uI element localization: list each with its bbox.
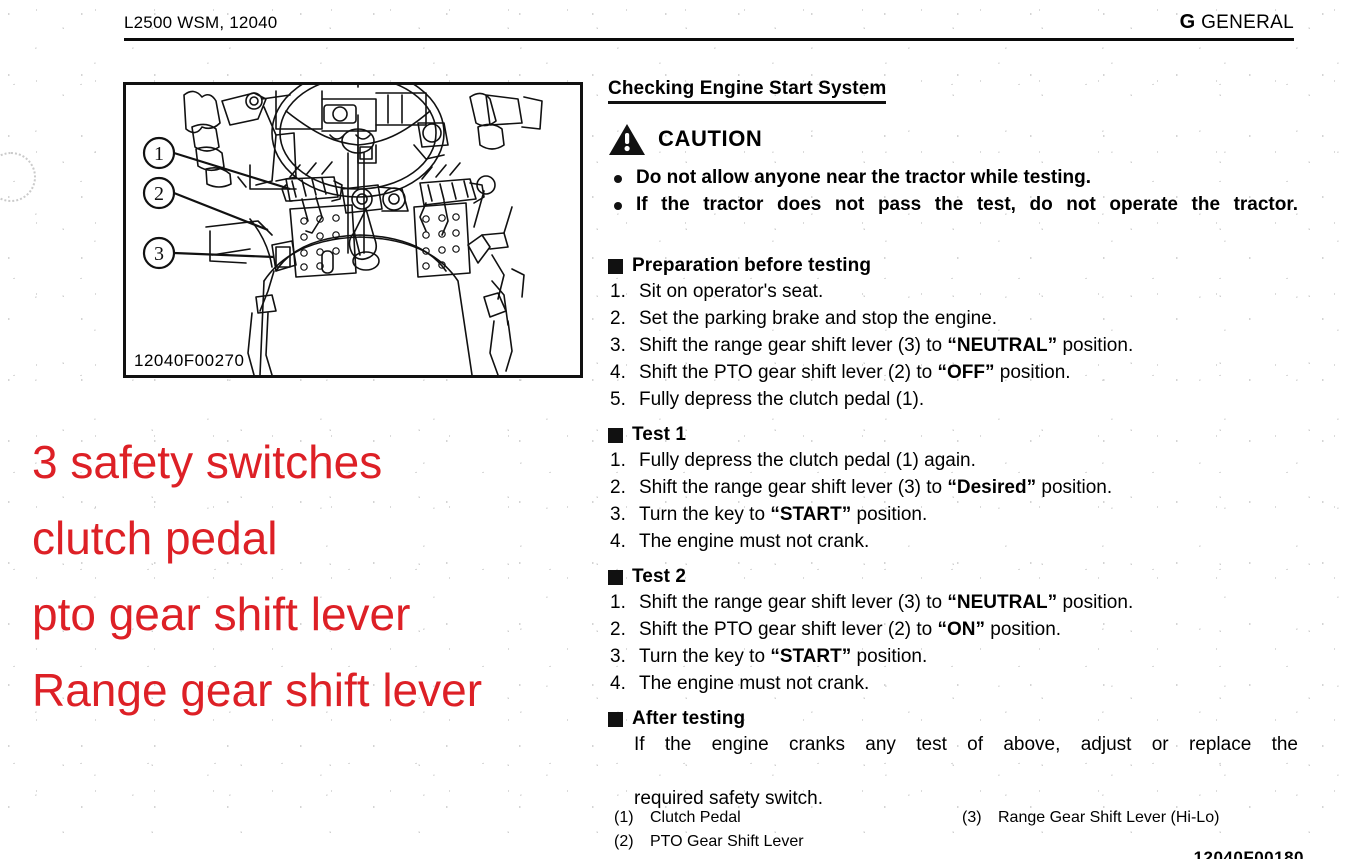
legend-column-1: (1) Clutch Pedal (2) PTO Gear Shift Lever xyxy=(614,806,804,854)
step-text: The engine must not crank. xyxy=(639,531,870,552)
list-item: 2. Shift the range gear shift lever (3) t… xyxy=(608,474,1298,501)
page-title: Checking Engine Start System xyxy=(608,78,887,104)
legend-item: (1) Clutch Pedal xyxy=(614,806,804,830)
section-heading-label: Test 2 xyxy=(632,566,687,587)
caution-bullet: If the tractor does not pass the test, d… xyxy=(608,192,1298,244)
figure-id-label: 12040F00270 xyxy=(134,351,245,370)
list-item: 4. Shift the PTO gear shift lever (2) to … xyxy=(608,359,1298,386)
step-text: Fully depress the clutch pedal (1). xyxy=(639,389,925,410)
list-item: 3. Turn the key to “START” position. xyxy=(608,643,1298,670)
list-item: 2. Set the parking brake and stop the eng… xyxy=(608,305,1298,332)
step-number: 1. xyxy=(610,450,626,471)
step-text: Sit on operator's seat. xyxy=(639,281,824,302)
footer-figure-code: 12040F00180 xyxy=(1193,848,1304,859)
black-square-bullet-icon xyxy=(608,427,623,443)
after-testing-line-2: required safety switch. xyxy=(634,788,824,809)
figure-panel: 1 2 3 12040F00270 xyxy=(123,82,583,378)
legend-label: PTO Gear Shift Lever xyxy=(650,833,804,850)
caution-bullet-list: Do not allow anyone near the tractor whi… xyxy=(608,165,1298,244)
figure-callout-group: 1 2 3 xyxy=(142,136,176,270)
step-number: 4. xyxy=(610,531,626,552)
step-number: 1. xyxy=(610,592,626,613)
list-item: 5. Fully depress the clutch pedal (1). xyxy=(608,386,1298,413)
hole-punch-artifact xyxy=(0,152,36,202)
after-testing-line-1: If the engine cranks any test of above, … xyxy=(634,734,1298,755)
svg-text:3: 3 xyxy=(154,243,164,265)
step-number: 3. xyxy=(610,504,626,525)
page-header-left: L2500 WSM, 12040 xyxy=(124,13,278,32)
section-heading-label: Test 1 xyxy=(632,424,687,445)
list-item: 2. Shift the PTO gear shift lever (2) to … xyxy=(608,616,1298,643)
caution-label: CAUTION xyxy=(658,126,763,151)
legend-mark: (1) xyxy=(614,809,634,826)
step-text: Shift the range gear shift lever (3) to … xyxy=(639,477,1113,498)
legend-label: Range Gear Shift Lever (Hi-Lo) xyxy=(998,809,1220,826)
page-header-right: G GENERAL xyxy=(1180,11,1294,34)
step-number: 2. xyxy=(610,308,626,329)
red-annotation-block: 3 safety switches clutch pedal pto gear … xyxy=(32,424,602,728)
annotation-line-4: Range gear shift lever xyxy=(32,664,483,716)
step-number: 3. xyxy=(610,335,626,356)
step-list-preparation: 1. Sit on operator's seat. 2. Set the park… xyxy=(608,278,1298,413)
svg-text:1: 1 xyxy=(154,143,164,165)
section-heading-after-testing: After testing xyxy=(608,708,1298,730)
step-text: Shift the PTO gear shift lever (2) to “O… xyxy=(639,362,1071,383)
annotation-line-3: pto gear shift lever xyxy=(32,588,411,640)
step-number: 4. xyxy=(610,673,626,694)
step-text: Turn the key to “START” position. xyxy=(639,646,928,667)
step-text: Turn the key to “START” position. xyxy=(639,504,928,525)
step-text: Set the parking brake and stop the engin… xyxy=(639,308,998,329)
step-list-test-1: 1. Fully depress the clutch pedal (1) aga… xyxy=(608,447,1298,555)
legend-mark: (2) xyxy=(614,833,634,850)
black-square-bullet-icon xyxy=(608,569,623,585)
step-list-test-2: 1. Shift the range gear shift lever (3) t… xyxy=(608,589,1298,697)
legend-item: (3) Range Gear Shift Lever (Hi-Lo) xyxy=(962,806,1219,830)
list-item: 1. Sit on operator's seat. xyxy=(608,278,1298,305)
header-rule xyxy=(124,38,1294,41)
after-testing-body: If the engine cranks any test of above, … xyxy=(608,731,1298,812)
list-item: 4. The engine must not crank. xyxy=(608,670,1298,697)
body-text-column: Checking Engine Start System CAUTION Do … xyxy=(608,78,1298,812)
tractor-operator-station-diagram: 1 2 3 xyxy=(142,85,543,375)
section-heading-label: After testing xyxy=(632,708,746,729)
section-heading-preparation: Preparation before testing xyxy=(608,255,1298,277)
legend-label: Clutch Pedal xyxy=(650,809,741,826)
step-text: Shift the range gear shift lever (3) to … xyxy=(639,335,1134,356)
step-number: 2. xyxy=(610,477,626,498)
list-item: 3. Turn the key to “START” position. xyxy=(608,501,1298,528)
list-item: 1. Shift the range gear shift lever (3) t… xyxy=(608,589,1298,616)
step-number: 5. xyxy=(610,389,626,410)
black-square-bullet-icon xyxy=(608,258,623,274)
step-number: 3. xyxy=(610,646,626,667)
step-text: The engine must not crank. xyxy=(639,673,870,694)
list-item: 3. Shift the range gear shift lever (3) t… xyxy=(608,332,1298,359)
legend-column-2: (3) Range Gear Shift Lever (Hi-Lo) xyxy=(962,806,1219,830)
step-number: 2. xyxy=(610,619,626,640)
section-letter: G xyxy=(1179,11,1196,33)
annotation-line-1: 3 safety switches xyxy=(32,436,383,488)
list-item: 1. Fully depress the clutch pedal (1) aga… xyxy=(608,447,1298,474)
caution-header: CAUTION xyxy=(608,122,1298,156)
section-heading-label: Preparation before testing xyxy=(632,255,872,276)
step-number: 1. xyxy=(610,281,626,302)
section-name: GENERAL xyxy=(1201,12,1294,33)
section-heading-test-1: Test 1 xyxy=(608,424,1298,446)
legend-item: (2) PTO Gear Shift Lever xyxy=(614,830,804,854)
legend-mark: (3) xyxy=(962,809,982,826)
step-text: Shift the range gear shift lever (3) to … xyxy=(639,592,1134,613)
step-text: Shift the PTO gear shift lever (2) to “O… xyxy=(639,619,1062,640)
section-heading-test-2: Test 2 xyxy=(608,566,1298,588)
list-item: 4. The engine must not crank. xyxy=(608,528,1298,555)
annotation-line-2: clutch pedal xyxy=(32,512,278,564)
caution-bullet: Do not allow anyone near the tractor whi… xyxy=(608,165,1298,191)
black-square-bullet-icon xyxy=(608,711,623,727)
warning-triangle-icon xyxy=(609,123,645,155)
step-text: Fully depress the clutch pedal (1) again… xyxy=(639,450,976,471)
svg-text:2: 2 xyxy=(154,183,164,205)
step-number: 4. xyxy=(610,362,626,383)
